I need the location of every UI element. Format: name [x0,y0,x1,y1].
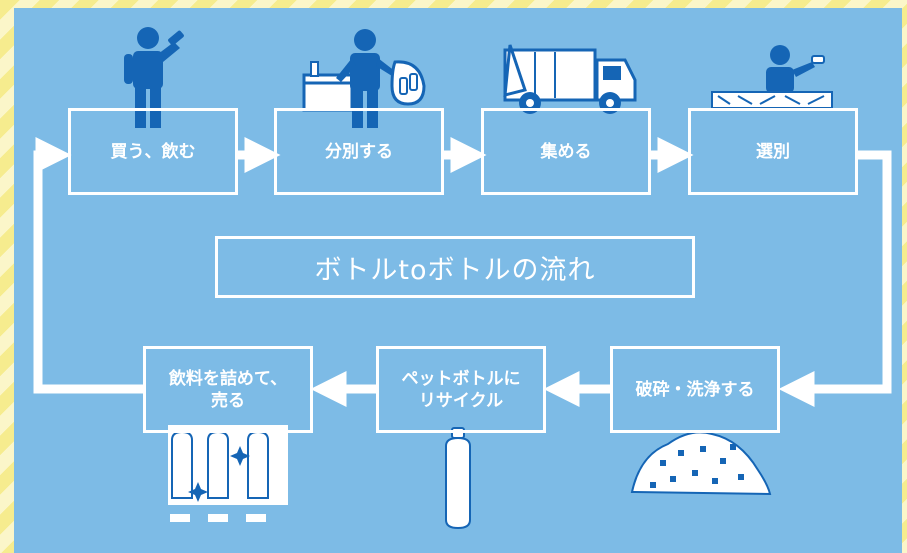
step-label-line1: 破砕・洗浄する [635,379,755,400]
step-label-line1: 飲料を詰めて、 [168,368,288,389]
step-label: 買う、飲む [110,141,196,162]
step-label-line2: リサイクル [418,390,504,411]
step-buy-drink: 買う、飲む [68,108,238,195]
step-collect: 集める [481,108,651,195]
diagram-title: ボトルtoボトルの流れ [314,254,596,286]
crushed-flakes-icon [630,431,772,496]
pet-bottle-icon [445,427,471,530]
step-sort: 選別 [688,108,858,195]
arrow-left-loop [33,137,143,394]
person-drinking-icon [124,27,184,128]
step-separate: 分別する [274,108,444,195]
arrow-right-loop [778,150,892,407]
step-fill-sell: 飲料を詰めて、 売る [143,346,313,433]
step-label: 分別する [325,141,393,162]
step-crush-wash: 破砕・洗浄する [610,346,780,433]
garbage-truck-icon [503,44,637,114]
person-sorting-conveyor-icon [711,45,833,109]
step-recycle-bottle: ペットボトルに リサイクル [376,346,546,433]
step-label: 選別 [756,141,790,162]
bottle-filling-line-icon [168,425,288,522]
diagram-title-box: ボトルtoボトルの流れ [215,236,695,298]
step-label: 集める [540,141,592,162]
step-label-line1: ペットボトルに [401,368,521,389]
step-label-line2: 売る [211,390,245,411]
